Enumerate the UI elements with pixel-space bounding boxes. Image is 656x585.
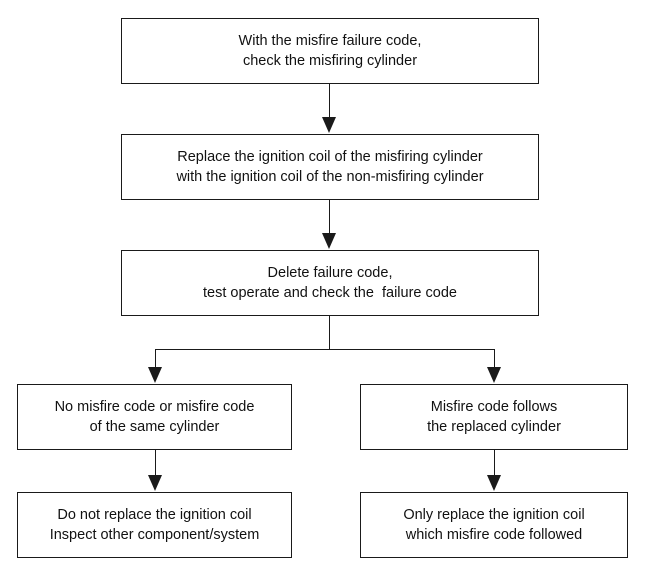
arrowhead-branch-right <box>487 367 501 383</box>
outcome-follows-replaced-cylinder-line2: the replaced cylinder <box>427 419 561 435</box>
connector-branch-left <box>154 349 156 368</box>
step-check-misfiring-cylinder-line2: check the misfiring cylinder <box>242 53 418 69</box>
outcome-same-cylinder-line2: of the same cylinder <box>89 419 220 435</box>
connector-check-to-swap <box>328 84 330 118</box>
step-swap-ignition-coil-line1: Replace the ignition coil of the misfiri… <box>177 149 483 165</box>
arrowhead-follows-to-replace-coil <box>487 475 501 491</box>
action-inspect-other-components-line2: Inspect other component/system <box>49 527 260 543</box>
connector-retest-trunk <box>328 316 330 349</box>
connector-same-to-keep-coil <box>154 450 156 476</box>
action-inspect-other-components-line1: Do not replace the ignition coil <box>57 507 252 523</box>
action-replace-ignition-coil-line2: which misfire code followed <box>405 527 583 543</box>
connector-swap-to-retest <box>328 200 330 234</box>
outcome-follows-replaced-cylinder: Misfire code follows the replaced cylind… <box>360 384 628 450</box>
action-replace-ignition-coil-line1: Only replace the ignition coil <box>403 507 585 523</box>
step-delete-code-and-retest: Delete failure code, test operate and ch… <box>121 250 539 316</box>
outcome-same-cylinder-line1: No misfire code or misfire code <box>54 399 255 415</box>
arrowhead-branch-left <box>148 367 162 383</box>
step-check-misfiring-cylinder: With the misfire failure code, check the… <box>121 18 539 84</box>
connector-branch-bar <box>155 348 495 350</box>
connector-branch-right <box>493 349 495 368</box>
arrowhead-swap-to-retest <box>322 233 336 249</box>
arrowhead-same-to-keep-coil <box>148 475 162 491</box>
outcome-same-cylinder: No misfire code or misfire code of the s… <box>17 384 292 450</box>
step-delete-code-and-retest-line2: test operate and check the failure code <box>203 285 457 301</box>
connector-follows-to-replace-coil <box>493 450 495 476</box>
step-delete-code-and-retest-line1: Delete failure code, <box>267 265 393 281</box>
arrowhead-check-to-swap <box>322 117 336 133</box>
step-check-misfiring-cylinder-line1: With the misfire failure code, <box>238 33 422 49</box>
action-inspect-other-components: Do not replace the ignition coil Inspect… <box>17 492 292 558</box>
action-replace-ignition-coil: Only replace the ignition coil which mis… <box>360 492 628 558</box>
outcome-follows-replaced-cylinder-line1: Misfire code follows <box>430 399 558 415</box>
step-swap-ignition-coil-line2: with the ignition coil of the non-misfir… <box>176 169 484 185</box>
step-swap-ignition-coil: Replace the ignition coil of the misfiri… <box>121 134 539 200</box>
